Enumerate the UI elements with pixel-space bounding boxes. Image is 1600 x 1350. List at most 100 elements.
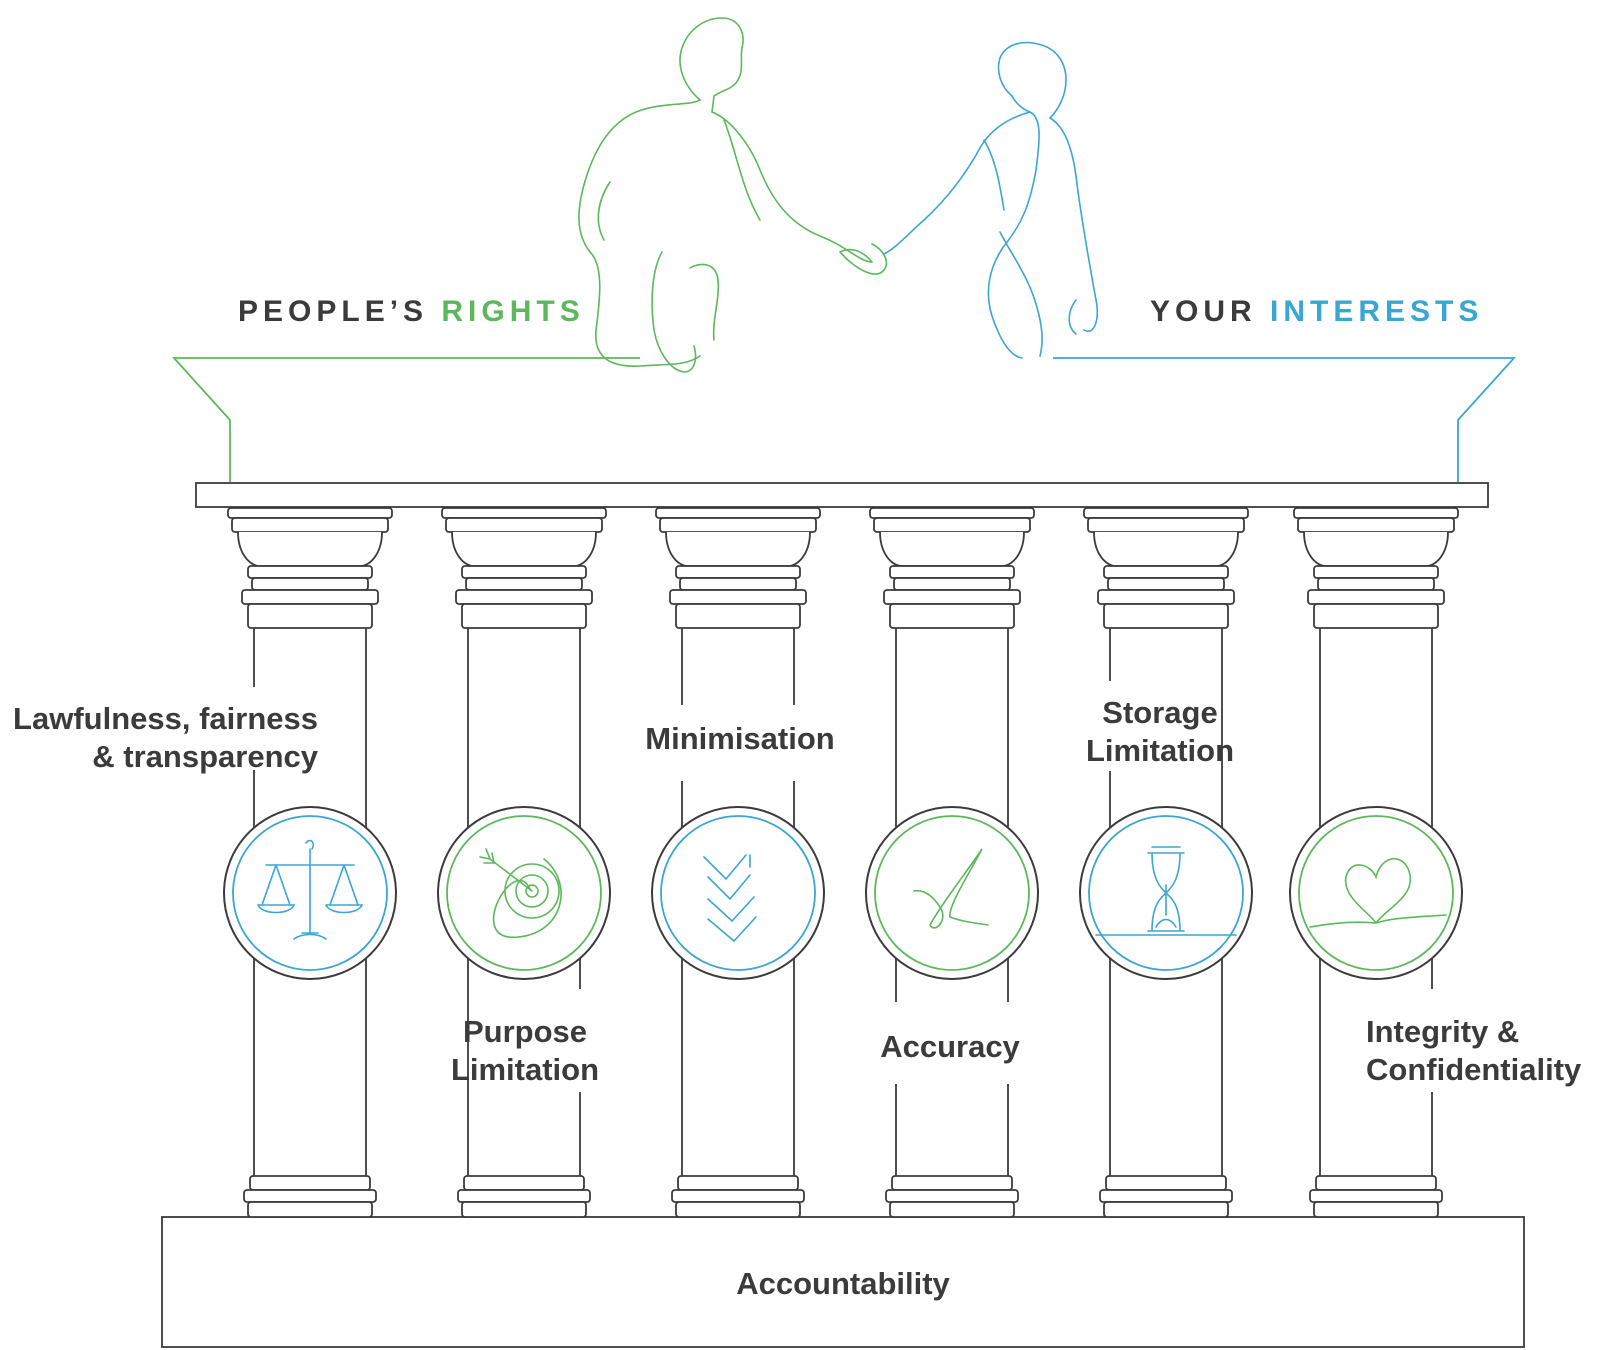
column-capital-ring — [461, 565, 587, 579]
pediment-left-line — [171, 357, 640, 482]
top-beam — [195, 482, 1489, 508]
column-capital-ring — [251, 577, 369, 591]
column-capital-echinus — [451, 531, 597, 567]
column-base-plinth — [461, 1201, 587, 1218]
pediment-right-line — [1053, 357, 1517, 482]
column-capital-abacus — [1083, 507, 1249, 519]
label-lawfulness-line2: & transparency — [92, 739, 318, 774]
column-capital-abacus — [655, 507, 821, 519]
column-capital-ring — [1313, 565, 1439, 579]
column-capital-echinus — [237, 531, 383, 567]
column-capital-echinus — [665, 531, 811, 567]
column-capital-neck — [1103, 603, 1229, 629]
column-capital-cap — [1297, 517, 1455, 533]
column-capital-ring — [889, 565, 1015, 579]
column-capital-ring — [241, 589, 379, 605]
accountability-label: Accountability — [736, 1266, 950, 1301]
column-capital-neck — [675, 603, 801, 629]
column-capital-echinus — [1303, 531, 1449, 567]
left-title: PEOPLE’S RIGHTS — [238, 295, 585, 329]
column-capital-neck — [247, 603, 373, 629]
medallion-inner-ring — [874, 815, 1030, 971]
label-storage-line1: Storage — [1102, 695, 1218, 730]
column-capital-ring — [1107, 577, 1225, 591]
column-base-plinth — [675, 1201, 801, 1218]
label-minimisation: Minimisation — [610, 720, 870, 758]
column-capital-cap — [873, 517, 1031, 533]
column-base-ring — [671, 1189, 805, 1203]
heart-icon — [1309, 858, 1447, 928]
column-base-ring — [677, 1175, 799, 1191]
check-mark-icon-path — [913, 848, 989, 929]
label-purpose-line1: Purpose — [462, 1014, 588, 1049]
right-title-part1: YOUR — [1150, 295, 1271, 328]
column-capital-cap — [659, 517, 817, 533]
chevrons-down-icon — [703, 854, 757, 943]
column-base-ring — [1105, 1175, 1227, 1191]
column-capital-neck — [1313, 603, 1439, 629]
left-title-part1: PEOPLE’S — [238, 295, 442, 328]
medallion-inner-ring — [446, 815, 602, 971]
column-base-ring — [463, 1175, 585, 1191]
label-lawfulness: Lawfulness, fairness & transparency — [0, 700, 318, 776]
label-storage-limitation: Storage Limitation — [1060, 694, 1260, 770]
column-capital-abacus — [1293, 507, 1459, 519]
label-purpose-limitation: Purpose Limitation — [420, 1013, 630, 1089]
column-capital-cap — [231, 517, 389, 533]
column-base-plinth — [1313, 1201, 1439, 1218]
column-base-plinth — [889, 1201, 1015, 1218]
check-mark-icon — [913, 848, 989, 929]
column-base-ring — [249, 1175, 371, 1191]
column-capital-cap — [445, 517, 603, 533]
column-capital-abacus — [441, 507, 607, 519]
column-capital-ring — [1097, 589, 1235, 605]
hourglass-icon — [1095, 846, 1237, 936]
hourglass-icon-path — [1095, 846, 1237, 936]
heart-icon-path — [1309, 858, 1447, 928]
column-capital-ring — [1307, 589, 1445, 605]
column-base-ring — [1315, 1175, 1437, 1191]
column-capital-neck — [461, 603, 587, 629]
column-capital-ring — [679, 577, 797, 591]
column-capital-ring — [1103, 565, 1229, 579]
left-title-part2: RIGHTS — [441, 295, 585, 328]
column-base-ring — [891, 1175, 1013, 1191]
man-figure-line-art — [578, 17, 888, 373]
chevrons-down-icon-path — [703, 854, 757, 943]
column-capital-echinus — [879, 531, 1025, 567]
right-title-part2: INTERESTS — [1270, 295, 1484, 328]
column-capital-ring — [465, 577, 583, 591]
column-base-ring — [1309, 1189, 1443, 1203]
woman-figure-line-art — [883, 41, 1099, 359]
label-integrity-line2: Confidentiality — [1366, 1052, 1582, 1087]
scales-icon-path — [257, 839, 364, 940]
column-capital-abacus — [869, 507, 1035, 519]
column-base-ring — [243, 1189, 377, 1203]
column-capital-ring — [883, 589, 1021, 605]
column-capital-ring — [675, 565, 801, 579]
label-purpose-line2: Limitation — [450, 1052, 600, 1087]
target-arrow-icon — [479, 848, 562, 938]
column-base-plinth — [247, 1201, 373, 1218]
column-capital-ring — [669, 589, 807, 605]
medallion-inner-ring — [660, 815, 816, 971]
column-capital-ring — [893, 577, 1011, 591]
column-capital-cap — [1087, 517, 1245, 533]
label-accuracy: Accuracy — [840, 1028, 1060, 1066]
label-storage-line2: Limitation — [1085, 733, 1235, 768]
base-plinth — [161, 1216, 1525, 1348]
columns-group — [223, 507, 1463, 1218]
right-title: YOUR INTERESTS — [1150, 295, 1483, 329]
column-base-ring — [885, 1189, 1019, 1203]
target-arrow-icon-path — [479, 848, 562, 938]
scales-icon — [257, 839, 364, 940]
medallion-inner-ring — [1298, 815, 1454, 971]
label-integrity-line1: Integrity & — [1366, 1014, 1520, 1049]
column-capital-ring — [247, 565, 373, 579]
label-lawfulness-line1: Lawfulness, fairness — [13, 701, 318, 736]
column-capital-neck — [889, 603, 1015, 629]
column-capital-ring — [455, 589, 593, 605]
label-minimisation-line1: Minimisation — [645, 721, 835, 756]
column-base-plinth — [1103, 1201, 1229, 1218]
